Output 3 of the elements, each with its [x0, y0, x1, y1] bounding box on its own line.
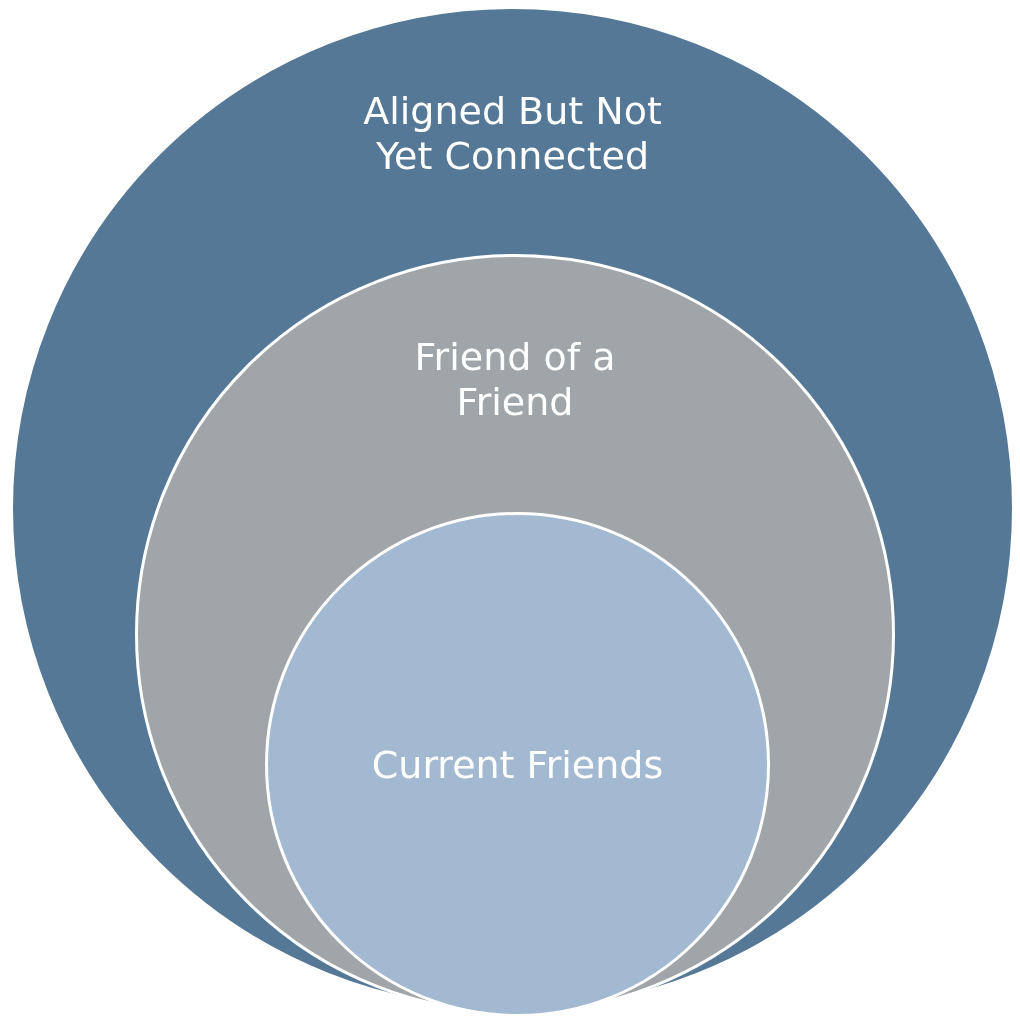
circle-label: Aligned But Not Yet Connected — [362, 89, 663, 179]
circle-label: Current Friends — [371, 743, 664, 788]
circle-label: Friend of a Friend — [413, 335, 617, 425]
